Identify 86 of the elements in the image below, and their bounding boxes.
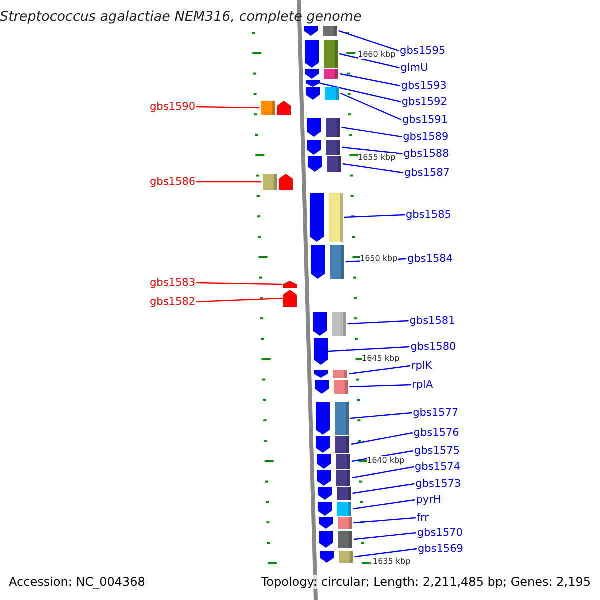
- gene-label: gbs1584: [408, 253, 454, 265]
- gene-feature: [304, 26, 339, 36]
- gene-label: rplA: [412, 379, 434, 391]
- gene-label: gbs1574: [415, 461, 461, 473]
- leader-line: [342, 126, 402, 138]
- gene-label: gbs1577: [413, 407, 459, 419]
- leader-line: [352, 483, 415, 494]
- gene-label: gbs1592: [402, 96, 448, 108]
- gene-label: gbs1581: [410, 315, 456, 327]
- gene-feature: [307, 140, 342, 155]
- gene-label: gbs1588: [404, 148, 450, 160]
- leader-line: [196, 298, 283, 303]
- gene-label: frr: [416, 512, 429, 524]
- scale-label: 1640 kbp: [367, 456, 405, 465]
- gene-label: gbs1595: [400, 45, 446, 57]
- gene-label: gbs1575: [414, 445, 460, 457]
- gene-feature: [306, 87, 341, 100]
- leader-line: [342, 146, 403, 155]
- gene-label: gbs1590: [150, 101, 196, 113]
- leader-line: [342, 163, 404, 174]
- leader-line: [351, 432, 413, 446]
- gene-feature: [317, 470, 352, 486]
- gene-label: gbs1580: [410, 341, 456, 353]
- gene-feature: [282, 290, 298, 307]
- accession-text: Accession: NC_004368: [9, 575, 146, 589]
- gene-label: glmU: [400, 62, 428, 74]
- gene-label: gbs1583: [150, 277, 196, 289]
- leader-line: [328, 346, 410, 352]
- gene-label: pyrH: [416, 494, 442, 506]
- gene-feature: [306, 80, 320, 87]
- leader-line: [349, 365, 410, 375]
- leader-line: [196, 282, 283, 286]
- leader-line: [354, 532, 416, 540]
- gene-label: rplK: [411, 360, 432, 372]
- gene-label: gbs1587: [404, 167, 450, 179]
- leader-line: [339, 53, 400, 69]
- gene-feature: [310, 245, 346, 279]
- gene-label: gbs1570: [417, 527, 463, 539]
- scale-label: 1650 kbp: [360, 254, 398, 263]
- leader-line: [344, 214, 405, 218]
- gene-label: gbs1586: [150, 176, 196, 188]
- gene-feature: [312, 312, 348, 336]
- scale-label: 1660 kbp: [358, 50, 396, 59]
- gene-feature: [316, 436, 352, 453]
- genome-info-text: Topology: circular; Length: 2,211,485 bp; Genes: 2,195: [261, 575, 591, 589]
- gene-feature: [316, 454, 352, 469]
- gene-label: gbs1585: [406, 209, 452, 221]
- gene-feature: [306, 118, 342, 137]
- title-text: Streptococcus agalactiae NEM316, complete genome: [0, 9, 362, 25]
- scale-label: 1655 kbp: [358, 153, 396, 162]
- leader-line: [348, 320, 409, 325]
- gene-feature: [314, 338, 329, 365]
- leader-line: [352, 466, 414, 479]
- leader-line: [196, 181, 262, 183]
- gene-feature: [316, 402, 351, 435]
- leader-line: [350, 412, 412, 420]
- gene-feature: [310, 193, 345, 242]
- gene-label: gbs1573: [416, 478, 462, 490]
- scale-label: 1645 kbp: [362, 354, 400, 363]
- gene-feature: [314, 370, 350, 378]
- gene-label: gbs1582: [150, 296, 196, 308]
- leader-line: [320, 82, 401, 103]
- gene-feature: [319, 531, 354, 548]
- gene-label: gbs1589: [403, 131, 449, 143]
- leader-line: [354, 548, 418, 558]
- leader-line: [196, 106, 260, 109]
- gene-label: gbs1576: [414, 427, 460, 439]
- leader-line: [338, 30, 400, 52]
- gene-label: gbs1569: [418, 543, 464, 555]
- gene-feature: [318, 487, 353, 500]
- leader-line: [350, 384, 412, 388]
- leader-line: [353, 499, 416, 510]
- gene-label: gbs1591: [402, 114, 448, 126]
- gene-label: gbs1593: [401, 80, 447, 92]
- scale-label: 1635 kbp: [373, 557, 411, 566]
- leader-line: [354, 517, 416, 524]
- gene-feature: [318, 502, 354, 516]
- gene-feature: [282, 281, 298, 288]
- gene-feature: [304, 40, 340, 68]
- leader-line: [340, 73, 400, 87]
- leader-line: [340, 92, 402, 121]
- gene-feature: [320, 551, 355, 563]
- gene-feature: [305, 69, 340, 79]
- gene-feature: [314, 380, 350, 394]
- gene-feature: [318, 517, 354, 529]
- gene-feature: [308, 156, 343, 172]
